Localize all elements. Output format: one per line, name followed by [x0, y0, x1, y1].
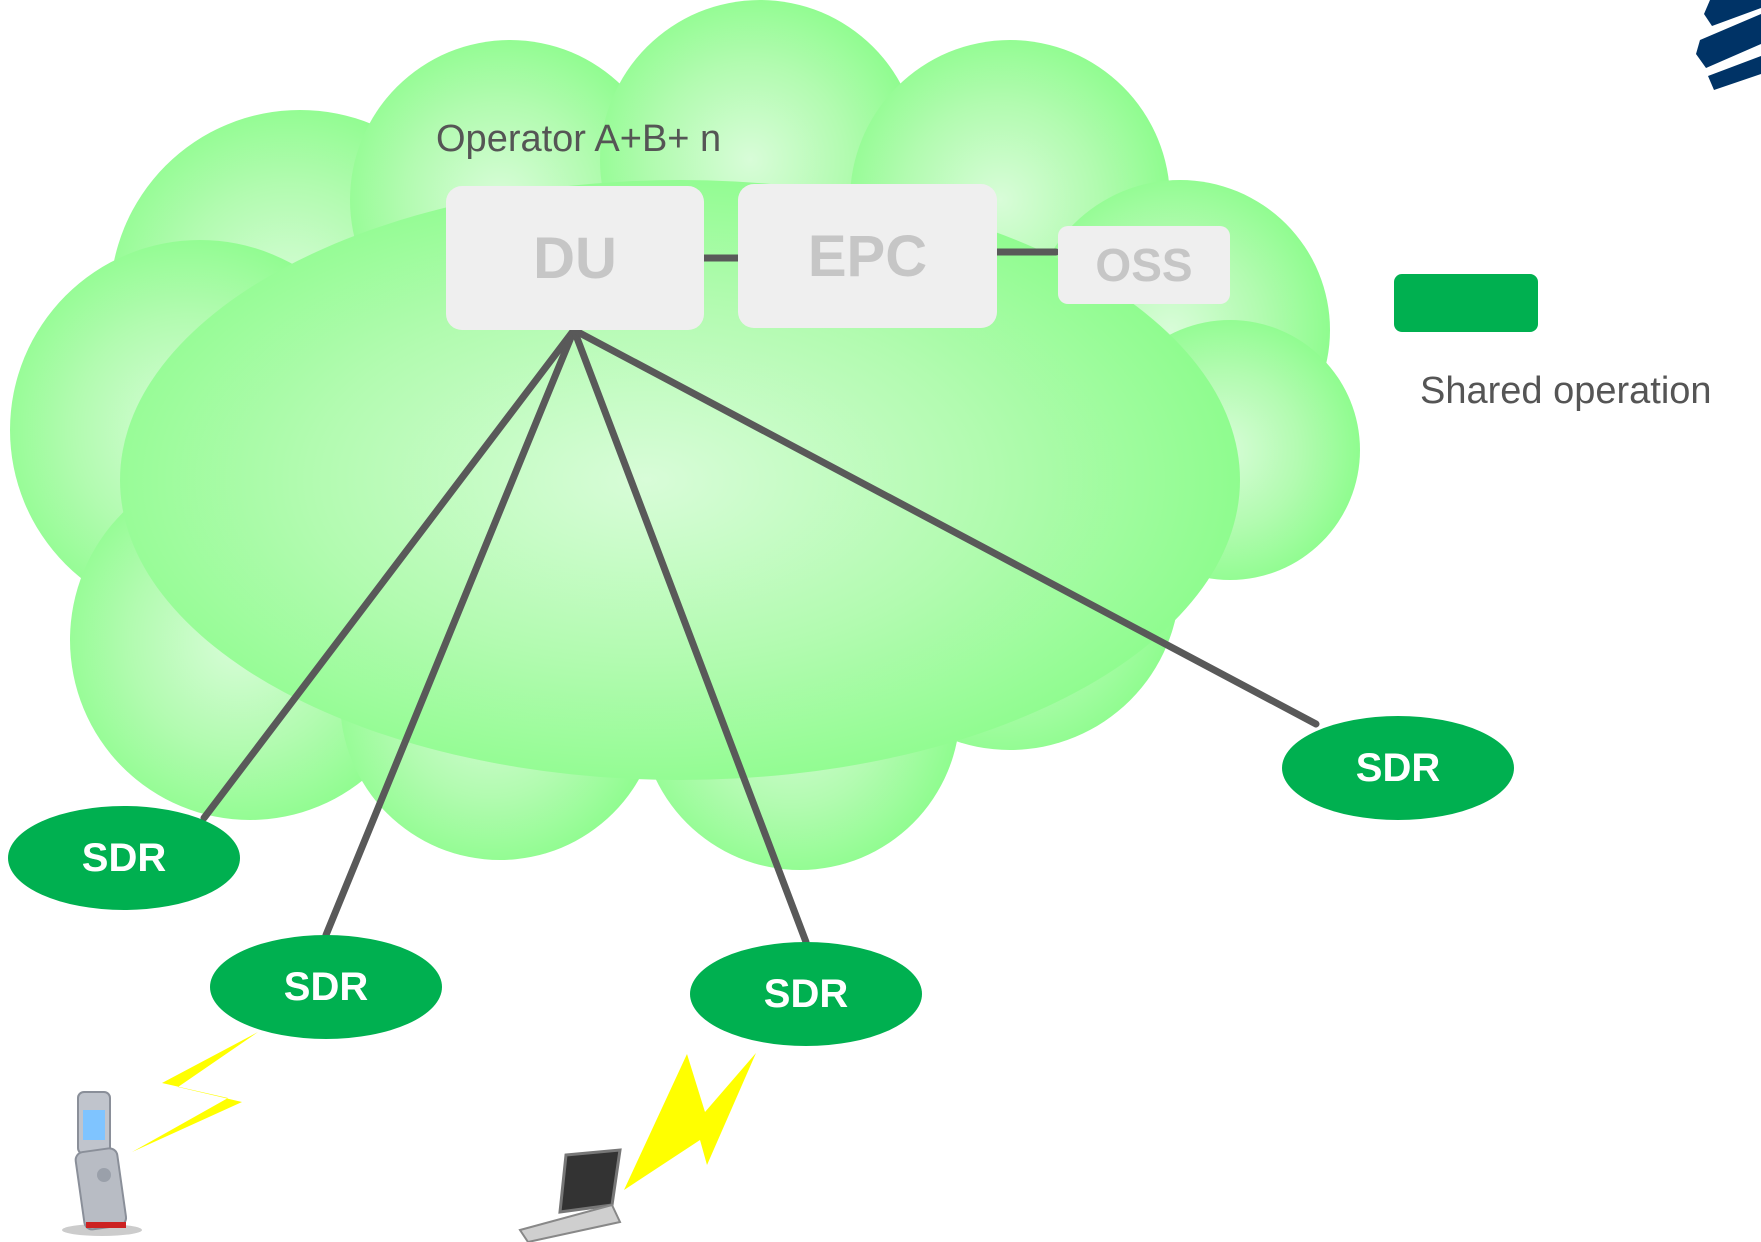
sdr-label: SDR	[283, 964, 369, 1009]
logo-icon	[1696, 0, 1761, 90]
legend-label: Shared operation	[1420, 370, 1712, 412]
sdr-node-4: SDR	[1282, 716, 1514, 820]
du-node: DU	[446, 186, 704, 330]
epc-node: EPC	[738, 184, 997, 328]
link-du-sdr-4	[570, 326, 1320, 728]
link-du-sdr-3	[570, 326, 810, 946]
link-lines	[200, 248, 1320, 946]
laptop-icon	[518, 1148, 622, 1242]
lightning-icon	[624, 1053, 756, 1190]
sdr-label: SDR	[763, 971, 849, 1016]
link-du-sdr-2	[322, 326, 578, 939]
oss-label: OSS	[1095, 239, 1193, 291]
sdr-label: SDR	[1355, 745, 1441, 790]
link-du-sdr-1	[200, 326, 578, 822]
legend-swatch	[1394, 274, 1538, 332]
sdr-node-3: SDR	[690, 942, 922, 1046]
cloud-icon	[10, 0, 1360, 870]
du-label: DU	[533, 225, 617, 291]
mobile-phone-icon	[62, 1091, 142, 1236]
operator-label: Operator A+B+ n	[436, 118, 722, 160]
lightning-icon	[132, 1032, 258, 1152]
sdr-node-2: SDR	[210, 935, 442, 1039]
sdr-node-1: SDR	[8, 806, 240, 910]
sdr-label: SDR	[81, 835, 167, 880]
epc-label: EPC	[807, 223, 928, 289]
oss-node: OSS	[1058, 226, 1230, 304]
